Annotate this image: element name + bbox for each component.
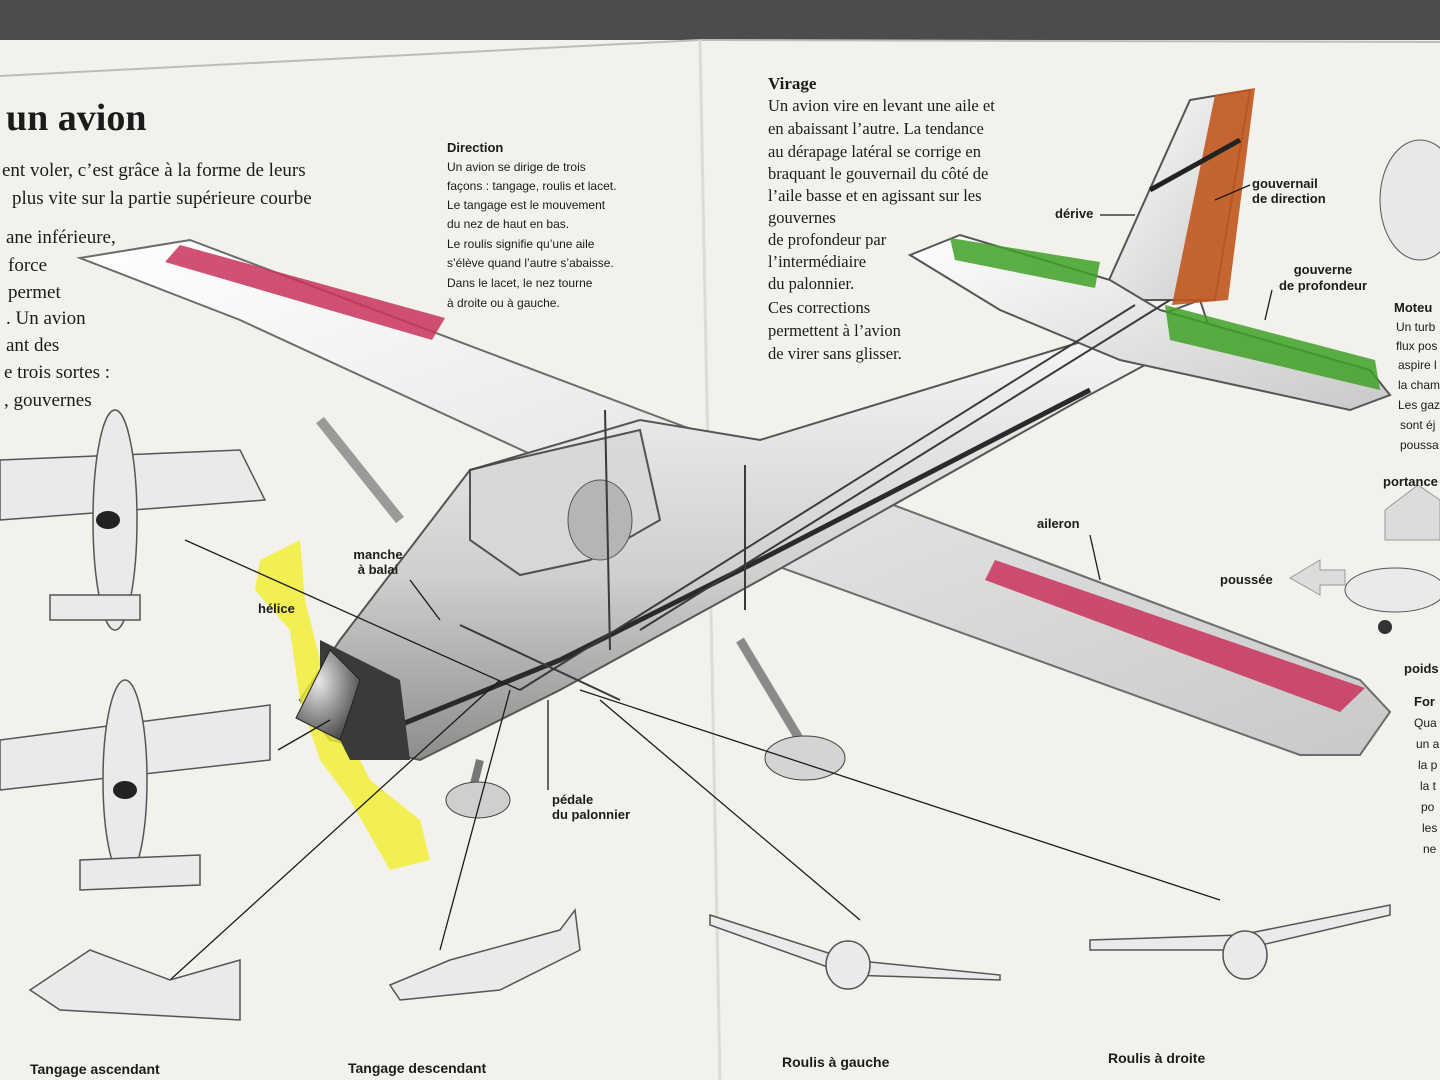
intro-line-1: ent voler, c’est grâce à la forme de leu… bbox=[2, 160, 306, 181]
table-shadow bbox=[0, 0, 1440, 40]
left-aileron-highlight bbox=[165, 245, 445, 340]
virage-line-4: braquant le gouvernail du côté de bbox=[768, 164, 989, 183]
label-profondeur-1: gouverne bbox=[1293, 262, 1353, 277]
direction-line-7: Dans le lacet, le nez tourne bbox=[447, 276, 593, 290]
direction-line-6: s’élève quand l’autre s’abaisse. bbox=[447, 256, 614, 270]
intro-line-8: e trois sortes : bbox=[4, 362, 111, 383]
label-poussee: poussée bbox=[1220, 572, 1273, 587]
engine-line-3: aspire l bbox=[1398, 358, 1437, 372]
virage-line-7: de profondeur par bbox=[768, 230, 887, 249]
intro-line-2: plus vite sur la partie supérieure courb… bbox=[12, 188, 312, 209]
thumbnail-dot-2 bbox=[113, 781, 137, 799]
label-derive: dérive bbox=[1055, 206, 1094, 221]
virage-line-1: Un avion vire en levant une aile et bbox=[768, 96, 995, 115]
left-elevator-highlight bbox=[950, 238, 1100, 288]
label-profondeur-2: de profondeur bbox=[1278, 278, 1368, 293]
virage-line-5: l’aile basse et en agissant sur les bbox=[768, 186, 982, 205]
wing-strut bbox=[316, 416, 404, 524]
thumbnail-top-views bbox=[0, 409, 271, 891]
thumbnail-side-views bbox=[28, 908, 581, 1021]
engine-line-7: poussa bbox=[1400, 438, 1439, 452]
label-portance: portance bbox=[1383, 474, 1438, 489]
intro-line-3: ane inférieure, bbox=[6, 227, 116, 248]
fin-stripe bbox=[1148, 137, 1242, 193]
label-gouvernail-2: de direction bbox=[1252, 191, 1326, 206]
engine-heading: Moteu bbox=[1394, 300, 1433, 315]
intro-line-7: ant des bbox=[6, 335, 60, 356]
engine-line-1: Un turb bbox=[1396, 320, 1436, 334]
label-poids: poids bbox=[1404, 661, 1439, 676]
virage-line-12: de virer sans glisser. bbox=[768, 344, 902, 363]
engine-diagram-fragment bbox=[1379, 139, 1440, 261]
virage-line-11: permettent à l’avion bbox=[768, 321, 901, 340]
direction-heading: Direction bbox=[447, 140, 504, 155]
direction-line-3: Le tangage est le mouvement bbox=[447, 198, 606, 212]
forces-line-6: les bbox=[1422, 821, 1438, 835]
engine-line-6: sont éj bbox=[1400, 418, 1436, 432]
page-edge-left bbox=[0, 39, 701, 77]
engine-line-4: la cham bbox=[1398, 378, 1440, 392]
virage-line-6: gouvernes bbox=[768, 208, 836, 227]
intro-line-6: . Un avion bbox=[6, 308, 86, 329]
virage-heading: Virage bbox=[768, 74, 817, 93]
forces-line-4: la t bbox=[1420, 779, 1437, 793]
forces-heading: For bbox=[1414, 694, 1435, 709]
main-gear-leg bbox=[736, 637, 804, 743]
thumbnail-front-views bbox=[709, 904, 1391, 990]
caption-tangage-descendant: Tangage descendant bbox=[348, 1060, 487, 1076]
intro-line-4: force bbox=[8, 255, 48, 276]
forces-diagram bbox=[1289, 484, 1440, 634]
pilot-seat bbox=[567, 479, 633, 561]
fuselage bbox=[298, 298, 1212, 762]
page-edge-right bbox=[699, 39, 1440, 43]
intro-line-9: , gouvernes bbox=[4, 390, 92, 411]
propeller-highlight bbox=[255, 540, 430, 870]
label-pedale-2: du palonnier bbox=[552, 807, 630, 822]
forces-line-5: po bbox=[1421, 800, 1435, 814]
virage-line-3: au dérapage latéral se corrige en bbox=[768, 142, 981, 161]
caption-roulis-droite: Roulis à droite bbox=[1108, 1050, 1206, 1066]
main-wheel bbox=[764, 735, 846, 781]
virage-line-10: Ces corrections bbox=[768, 298, 871, 317]
label-pedale-1: pédale bbox=[552, 792, 594, 807]
label-aileron: aileron bbox=[1037, 516, 1080, 531]
virage-line-8: l’intermédiaire bbox=[768, 252, 867, 271]
label-manche-2: à balai bbox=[357, 562, 399, 577]
engine-line-5: Les gaz bbox=[1398, 398, 1440, 412]
virage-line-9: du palonnier. bbox=[768, 274, 855, 293]
intro-line-5: permet bbox=[8, 282, 61, 303]
forces-line-7: ne bbox=[1423, 842, 1437, 856]
thumbnail-dot-1 bbox=[96, 511, 120, 529]
engine-line-2: flux pos bbox=[1396, 339, 1438, 353]
forces-line-3: la p bbox=[1418, 758, 1438, 772]
direction-line-5: Le roulis signifie qu’une aile bbox=[447, 237, 595, 251]
direction-line-1: Un avion se dirige de trois bbox=[447, 160, 586, 174]
control-cables bbox=[459, 299, 1171, 701]
caption-roulis-gauche: Roulis à gauche bbox=[782, 1054, 890, 1070]
direction-line-2: façons : tangage, roulis et lacet. bbox=[447, 179, 617, 193]
label-gouvernail-1: gouvernail bbox=[1252, 176, 1318, 191]
right-elevator-highlight bbox=[1165, 305, 1380, 390]
page-title: un avion bbox=[6, 97, 147, 139]
fuselage-stripe bbox=[399, 387, 1092, 728]
direction-line-4: du nez de haut en bas. bbox=[447, 217, 570, 231]
propeller-spinner bbox=[295, 649, 361, 741]
direction-line-8: à droite ou à gauche. bbox=[447, 296, 560, 310]
leader-lines bbox=[169, 184, 1273, 981]
label-helice: hélice bbox=[258, 601, 295, 616]
label-manche-1: manche bbox=[353, 547, 403, 562]
forces-line-1: Qua bbox=[1414, 716, 1437, 730]
nose-wheel bbox=[445, 781, 511, 819]
forces-line-2: un a bbox=[1416, 737, 1440, 751]
caption-tangage-ascendant: Tangage ascendant bbox=[30, 1061, 160, 1077]
right-aileron-highlight bbox=[985, 560, 1365, 712]
virage-line-2: en abaissant l’autre. La tendance bbox=[768, 119, 984, 138]
